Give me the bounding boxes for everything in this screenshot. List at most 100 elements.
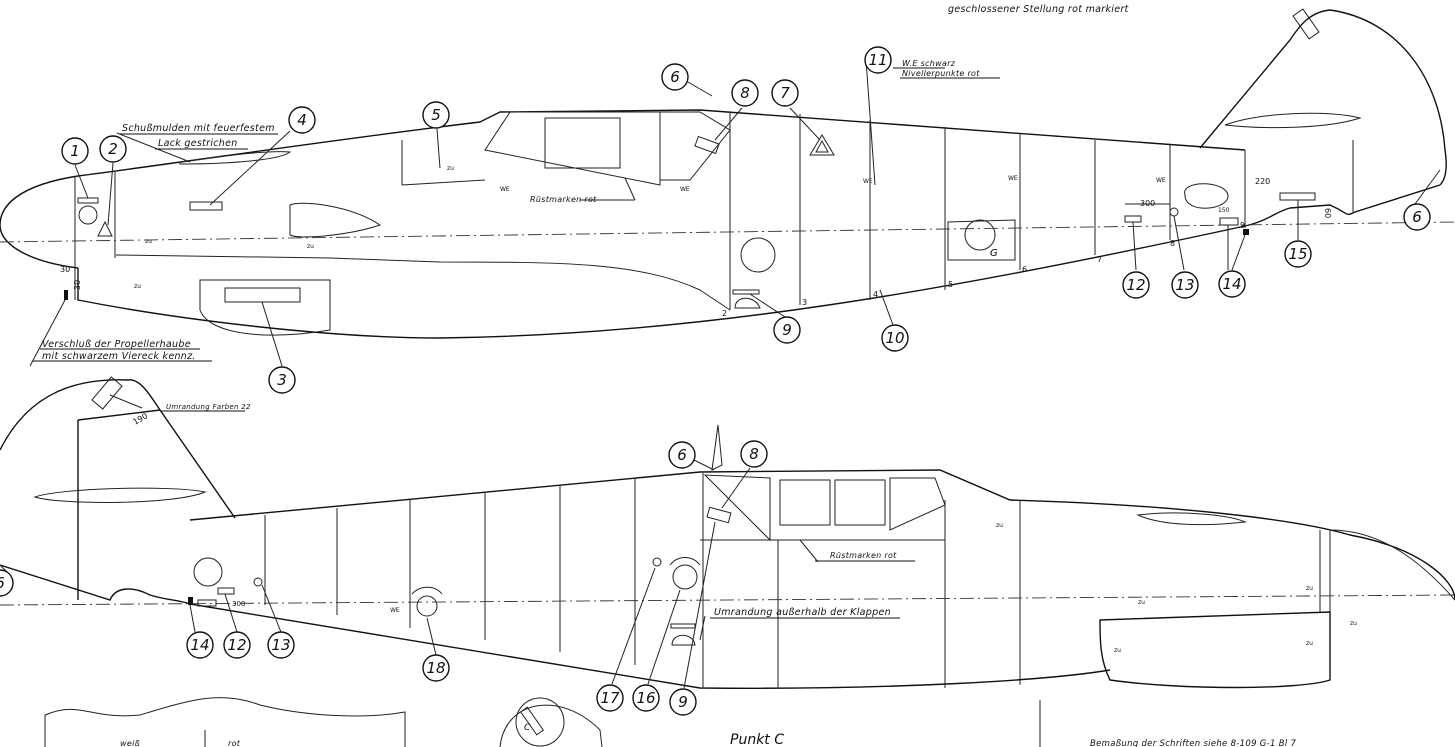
we-mark: WE	[390, 607, 400, 614]
callout-number: 8	[740, 84, 750, 102]
callout-circle	[0, 569, 14, 597]
zu-mark: zu	[447, 165, 454, 172]
callout-circle	[99, 135, 127, 163]
callout-number: 13	[271, 636, 290, 654]
callout-number: 13	[1175, 276, 1194, 294]
stabilizer	[1224, 112, 1362, 129]
callout-circle	[632, 684, 660, 712]
callout-number: 6	[670, 68, 680, 86]
zu-mark: zu	[1350, 620, 1357, 627]
callout-number: 17	[600, 689, 620, 707]
station-label: 3	[802, 298, 807, 307]
note-schussmulden-2: Lack gestrichen	[158, 138, 238, 149]
callout-number: 6	[0, 574, 5, 592]
callout-circle	[223, 631, 251, 659]
note-we-schwarz: W.E schwarz	[902, 59, 956, 68]
callout-circle	[1171, 271, 1199, 299]
note-ruestmarken-top: Rüstmarken rot	[530, 195, 597, 204]
callout-circle	[1122, 271, 1150, 299]
note-umrandung-klappen: Umrandung außerhalb der Klappen	[714, 607, 891, 618]
note-nivellerpunkte: Nivellerpunkte rot	[902, 69, 980, 78]
tail-marking	[1292, 8, 1320, 40]
legend-weiss: weiß	[120, 739, 140, 747]
note-bemassung: Bemaßung der Schriften siehe 8-109 G-1 B…	[1090, 739, 1297, 747]
callout-number: 10	[885, 329, 904, 347]
dim-220: 220	[1255, 177, 1270, 186]
fuselage-top-view	[0, 8, 1455, 367]
callout-number: 2	[108, 140, 118, 158]
callout-number: 3	[277, 371, 287, 389]
we-mark: WE	[863, 178, 873, 185]
note-punkt-c: Punkt C	[730, 732, 784, 747]
callout-number: 1	[70, 142, 80, 160]
zu-mark: zu	[1138, 599, 1145, 606]
callout-number: 5	[431, 106, 441, 124]
callout-number: 12	[1126, 276, 1145, 294]
stabilizer-bottom	[33, 487, 207, 503]
dim-60: 60	[1323, 208, 1332, 218]
zu-mark: zu	[134, 283, 141, 290]
station-label: 9	[1240, 221, 1245, 230]
callout-circle	[1218, 270, 1246, 298]
callout-number: 15	[1288, 245, 1307, 263]
note-umrandung-farben: Umrandung Farben 22	[166, 403, 251, 411]
callout-number: 9	[782, 321, 792, 339]
station-label: 4	[873, 290, 878, 299]
dim-300-bottom: 300	[232, 600, 245, 608]
zu-mark: zu	[1306, 640, 1313, 647]
callout-circle	[771, 79, 799, 107]
station-label: 7	[1097, 255, 1102, 264]
callout-number: 4	[297, 111, 307, 129]
note-verschluss-1: Verschluß der Propellerhaube	[42, 339, 191, 350]
callout-number: 9	[678, 693, 688, 711]
note-ruestmarken-bottom: Rüstmarken rot	[830, 551, 897, 560]
callout-circle	[881, 324, 909, 352]
callout-number: 6	[677, 446, 687, 464]
callout-circle	[422, 101, 450, 129]
fuselage-bottom-view	[0, 376, 1455, 689]
callout-circle	[422, 654, 450, 682]
black-square	[1243, 229, 1249, 235]
callout-circle	[61, 137, 89, 165]
note-top-caption: geschlossener Stellung rot markiert	[948, 4, 1130, 15]
we-mark: WE	[500, 186, 510, 193]
callout-circle	[1403, 203, 1431, 231]
note-schussmulden-1: Schußmulden mit feuerfestem	[122, 123, 275, 134]
callout-circle	[773, 316, 801, 344]
legend-rot: rot	[228, 739, 241, 747]
callout-number: 11	[868, 51, 887, 69]
station-label: 6	[1022, 265, 1027, 274]
callout-circle	[186, 631, 214, 659]
callout-number: 8	[749, 445, 759, 463]
station-label: 5	[948, 280, 953, 289]
callout-circle	[668, 441, 696, 469]
callout-number: 18	[426, 659, 445, 677]
dim-150: 150	[1218, 207, 1230, 214]
dim-30-b: 30	[73, 280, 82, 290]
callout-circle	[267, 631, 295, 659]
station-label: 8	[1170, 239, 1175, 248]
callout-number: 7	[780, 84, 790, 102]
zu-mark: zu	[1114, 647, 1121, 654]
color-legend-box	[44, 697, 406, 747]
station-label: 2	[722, 309, 727, 318]
callout-circle	[268, 366, 296, 394]
callout-circle	[596, 684, 624, 712]
dim-30-a: 30	[60, 265, 70, 274]
callout-circle	[740, 440, 768, 468]
callout-circle	[864, 46, 892, 74]
we-mark: WE	[1008, 175, 1018, 182]
g-mark: G	[990, 248, 998, 259]
callout-number: 14	[1222, 275, 1241, 293]
callout-circle	[661, 63, 689, 91]
zu-mark: zu	[307, 243, 314, 250]
we-mark: WE	[1156, 177, 1166, 184]
we-mark: WE	[680, 186, 690, 193]
zu-mark: zu	[1306, 585, 1313, 592]
note-verschluss-2: mit schwarzem Viereck kennz.	[42, 351, 196, 362]
callout-circle	[669, 688, 697, 716]
callout-number: 14	[190, 636, 209, 654]
